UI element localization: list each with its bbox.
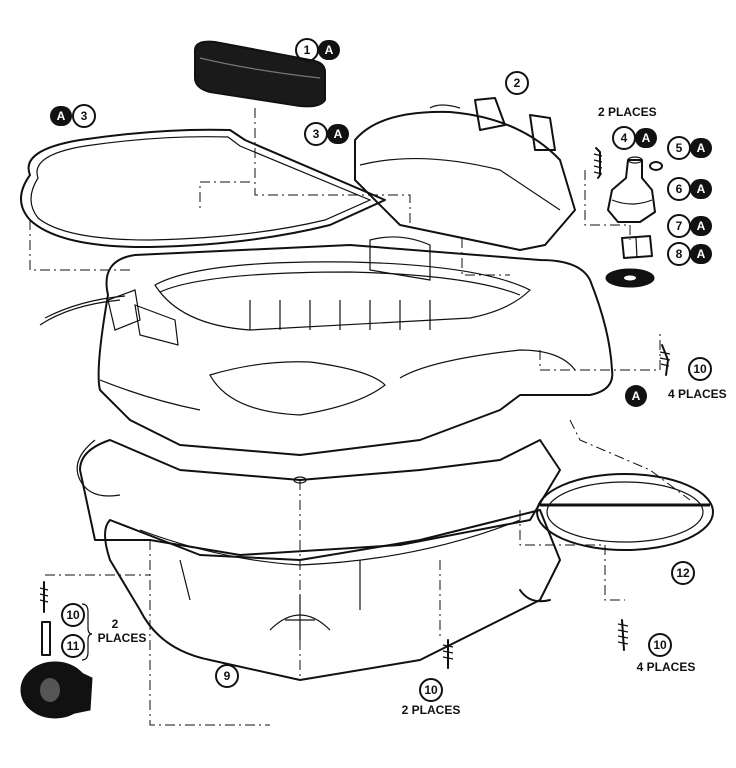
foam-filter-part bbox=[194, 40, 326, 108]
callout-8-suffix: A bbox=[697, 247, 706, 261]
screw-right-upper bbox=[659, 344, 671, 376]
nut-part-7 bbox=[621, 235, 653, 259]
callout-3a-num: 3 bbox=[81, 109, 88, 123]
callout-3b: 3 A bbox=[304, 122, 349, 146]
callout-12-num: 12 bbox=[676, 566, 690, 580]
power-cord bbox=[39, 295, 126, 497]
callout-7-suffix: A bbox=[697, 219, 706, 233]
callout-6-num: 6 bbox=[676, 182, 683, 196]
callout-8a: 8 A bbox=[667, 242, 712, 266]
callout-3a-prefix: A bbox=[57, 109, 66, 123]
places-label-top: 2 PLACES bbox=[598, 105, 657, 119]
callout-4-num: 4 bbox=[621, 131, 628, 145]
places-label-bottom-right: 4 PLACES bbox=[637, 660, 696, 674]
valve-part-6 bbox=[607, 156, 656, 223]
callout-10-left: 10 bbox=[61, 603, 85, 627]
callout-1-num: 1 bbox=[304, 43, 311, 57]
callout-5a: 5 A bbox=[667, 136, 712, 160]
callout-10-bottom-right: 10 bbox=[648, 633, 672, 657]
places-label-bottom-center: 2 PLACES bbox=[402, 703, 461, 717]
callout-2-num: 2 bbox=[514, 76, 521, 90]
washer-part-8 bbox=[605, 268, 655, 288]
callout-10a-num: 10 bbox=[693, 362, 707, 376]
hardware-stack bbox=[593, 147, 663, 288]
lid-gasket-part bbox=[20, 128, 386, 249]
callout-5-num: 5 bbox=[676, 141, 683, 155]
callout-1-suffix: A bbox=[325, 43, 334, 57]
stud-left-part-11 bbox=[41, 621, 51, 656]
callout-10b-num: 10 bbox=[66, 608, 80, 622]
callout-5-suffix: A bbox=[697, 141, 706, 155]
places-label-left-2: PLACES bbox=[98, 631, 147, 645]
callout-10c-num: 10 bbox=[424, 683, 438, 697]
callout-7-num: 7 bbox=[676, 219, 683, 233]
motor-head-part bbox=[354, 97, 576, 251]
callout-3b-num: 3 bbox=[313, 127, 320, 141]
reference-marker-a: A bbox=[625, 385, 647, 407]
reference-marker-a-label: A bbox=[632, 389, 641, 403]
callout-4a: 4 A bbox=[612, 126, 657, 150]
callout-10-bottom-center: 10 bbox=[419, 678, 443, 702]
callout-4-suffix: A bbox=[642, 131, 651, 145]
callout-2: 2 bbox=[505, 71, 529, 95]
callout-11-num: 11 bbox=[67, 639, 80, 653]
callout-3a: A 3 bbox=[50, 104, 96, 128]
callout-1a: 1 A bbox=[295, 38, 340, 62]
callout-12: 12 bbox=[671, 561, 695, 585]
callout-10d-num: 10 bbox=[653, 638, 667, 652]
callout-6-suffix: A bbox=[697, 182, 706, 196]
screw-bottom-right bbox=[617, 619, 629, 651]
places-label-right: 4 PLACES bbox=[668, 387, 727, 401]
places-label-left-1: 2 bbox=[112, 617, 119, 631]
callout-3b-suffix: A bbox=[334, 127, 343, 141]
leader-lines bbox=[29, 108, 691, 726]
screw-left bbox=[39, 581, 49, 613]
callout-8-num: 8 bbox=[676, 247, 683, 261]
caster-wheel bbox=[20, 661, 93, 719]
oring-part-5 bbox=[649, 161, 663, 171]
callout-10-right-upper: 10 bbox=[688, 357, 712, 381]
bracket bbox=[81, 603, 93, 661]
tank-body bbox=[79, 439, 561, 681]
callout-9-num: 9 bbox=[224, 669, 231, 683]
callout-9: 9 bbox=[215, 664, 239, 688]
callout-6a: 6 A bbox=[667, 177, 712, 201]
ring-part-12 bbox=[536, 473, 714, 551]
screw-bottom-center bbox=[442, 639, 454, 669]
screw-part-4 bbox=[593, 147, 603, 179]
lid-body bbox=[97, 236, 614, 456]
callout-11-left: 11 bbox=[61, 634, 85, 658]
callout-7a: 7 A bbox=[667, 214, 712, 238]
